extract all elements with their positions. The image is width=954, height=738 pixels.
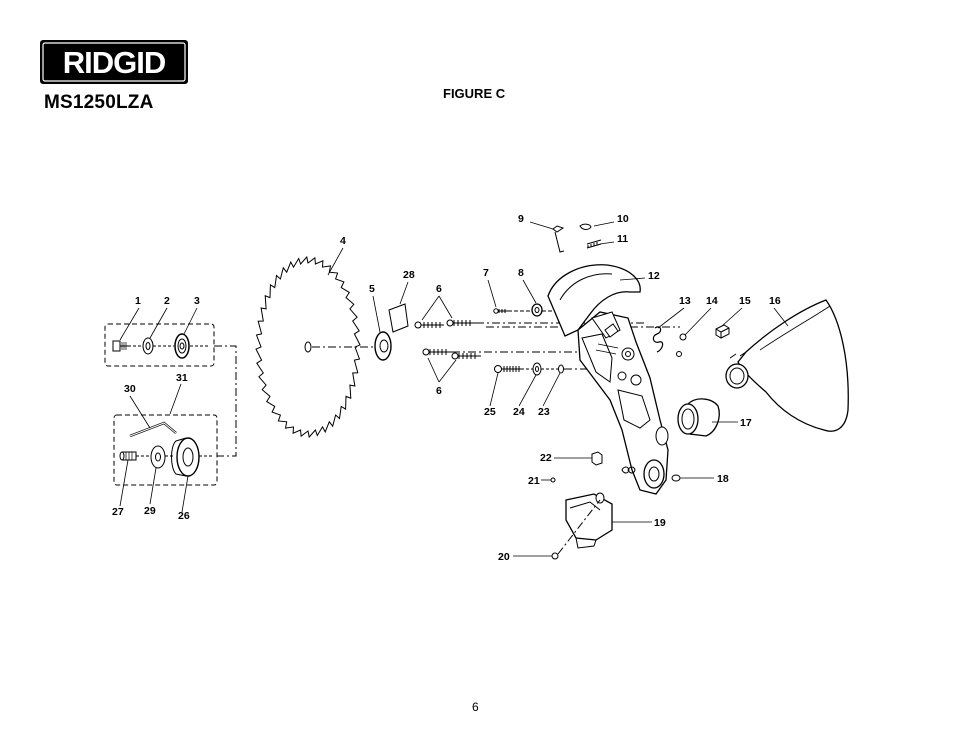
part-flange [174,333,190,359]
part-adapter-washer [150,445,166,469]
callout-30: 30 [124,383,136,395]
part-knob [579,223,592,230]
part-bottom-screw [551,552,559,560]
callout-19: 19 [654,517,666,529]
callout-2: 2 [164,295,170,307]
model-number: MS1250LZA [44,92,154,113]
callout-28-29: 29 [144,505,156,517]
figure-title: FIGURE C [443,86,506,101]
callout-3: 3 [194,295,200,307]
callout-14: 14 [706,295,718,307]
part-small-plug [671,474,681,482]
callout-25: 25 [484,406,496,418]
part-outer-washer [374,331,392,361]
part-bolt [112,340,128,352]
part-adapter-bushing [171,437,200,477]
callout-1: 1 [135,295,141,307]
part-adapter-bolt [119,451,137,461]
callout-23: 23 [538,406,550,418]
callout-12: 12 [648,270,660,282]
part-lever [552,225,565,253]
part-hex-wrench [129,421,177,438]
part-nut [531,303,543,317]
part-saw-blade [255,255,361,439]
part-clip [652,326,664,353]
part-lower-guard [725,299,849,432]
callout-4: 4 [340,235,346,247]
logo-text: RIDGID [63,45,166,80]
part-small-screw [496,309,508,313]
part-handle-cover [565,492,613,549]
callout-7: 7 [483,267,489,279]
callout-21: 21 [528,475,540,487]
callout-31: 31 [176,372,188,384]
part-small-block [591,451,603,466]
callout-26: 26 [178,510,190,522]
callout-5: 5 [369,283,375,295]
callout-9: 9 [518,213,524,225]
part-guard-screw [676,333,687,357]
part-pivot-washer [532,362,542,376]
callout-16: 16 [769,295,781,307]
callout-20: 20 [498,551,510,563]
callout-6a: 6 [436,283,442,295]
group-box-arbor-parts [104,323,215,367]
part-label-plate [388,303,409,333]
callout-11: 11 [617,233,628,245]
part-pivot-ring [558,364,564,374]
ridgid-logo: RIDGID [40,40,188,84]
callout-8: 8 [518,267,524,279]
part-spring [586,239,602,249]
callout-18: 18 [717,473,729,485]
group-box-accessory-parts [113,414,218,486]
part-screws [414,319,481,360]
page-number: 6 [472,700,479,714]
callout-28: 28 [403,269,415,281]
connector-line [214,345,237,457]
callout-17: 17 [740,417,752,429]
callout-24: 24 [513,406,525,418]
callout-27: 27 [112,506,124,518]
callout-15: 15 [739,295,751,307]
part-dust-port [677,398,720,437]
callout-22: 22 [540,452,552,464]
callout-6b: 6 [436,385,442,397]
part-guard-block [715,324,730,339]
part-blade-guard-arm [547,264,669,495]
callout-10: 10 [617,213,629,225]
part-pin [550,477,556,483]
part-pivot-bolt [494,365,521,373]
callout-13: 13 [679,295,691,307]
part-washer [142,337,154,355]
